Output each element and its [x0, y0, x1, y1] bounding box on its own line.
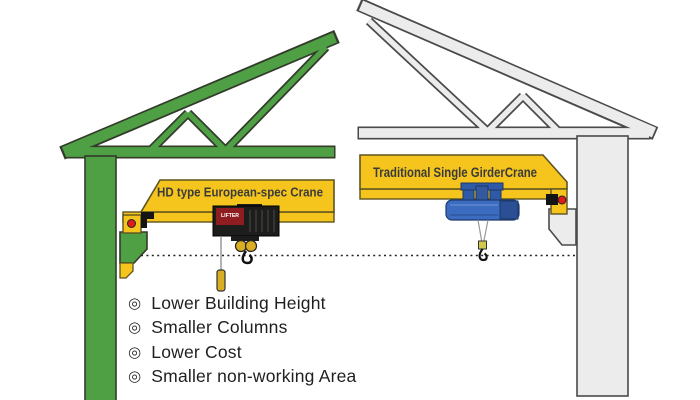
- left-hook-icon: [241, 250, 253, 265]
- left-hoist: LIFTER: [212, 204, 280, 292]
- left-corbel: [119, 231, 148, 264]
- left-hoist-brand-label: LIFTER: [221, 213, 239, 219]
- right-rope: [482, 219, 489, 244]
- bullet-icon: ◎: [128, 367, 142, 386]
- bullet-icon: ◎: [128, 293, 142, 312]
- left-pulley-icon: [234, 239, 248, 253]
- right-trolley-wheel: [489, 189, 502, 201]
- benefit-item: ◎ Smaller non-working Area: [128, 366, 356, 389]
- right-girder: Traditional Single GirderCrane: [359, 154, 568, 215]
- right-trolley-wheel: [462, 189, 475, 201]
- right-girder-flange: [359, 188, 554, 200]
- left-truss-fill: [61, 32, 338, 157]
- right-hoist-motor: [499, 200, 519, 220]
- right-buffer-icon: [557, 195, 567, 205]
- right-hoist: [445, 182, 520, 262]
- left-hoist-bottom-plate: [231, 236, 259, 241]
- left-end-bracket-icon: [141, 212, 154, 228]
- right-truss-fill: [358, 0, 657, 138]
- right-hook-block: [478, 240, 487, 250]
- benefit-item: ◎ Lower Building Height: [128, 292, 356, 315]
- benefit-item: ◎ Lower Cost: [128, 341, 356, 364]
- left-column: [84, 155, 117, 400]
- left-rail-stop: [119, 262, 134, 279]
- left-hoist-ribs: [249, 210, 275, 232]
- left-building: [59, 30, 340, 400]
- benefit-label: Lower Cost: [151, 341, 242, 362]
- right-girder-label: Traditional Single GirderCrane: [373, 165, 537, 180]
- left-girder-box: [139, 179, 335, 213]
- benefit-item: ◎ Smaller Columns: [128, 317, 356, 340]
- benefit-label: Smaller non-working Area: [151, 366, 357, 387]
- right-column: [576, 135, 629, 397]
- right-corbel: [548, 208, 577, 246]
- benefit-label: Smaller Columns: [151, 317, 288, 338]
- bullet-icon: ◎: [128, 318, 142, 337]
- left-hoist-brand-panel: [216, 208, 244, 225]
- benefits-list: ◎ Lower Building Height ◎ Smaller Column…: [128, 292, 356, 390]
- left-girder-label: HD type European-spec Crane: [157, 185, 323, 200]
- left-buffer-icon: [127, 219, 136, 228]
- right-hook-icon: [478, 248, 488, 262]
- right-rope: [477, 219, 483, 244]
- benefit-label: Lower Building Height: [151, 292, 326, 313]
- left-chain-weight: [216, 269, 226, 292]
- right-girder-box: [359, 154, 568, 190]
- right-end-bracket-icon: [546, 194, 558, 205]
- bullet-icon: ◎: [128, 342, 142, 361]
- right-building: [356, 0, 659, 397]
- left-pulley-icon: [244, 239, 258, 253]
